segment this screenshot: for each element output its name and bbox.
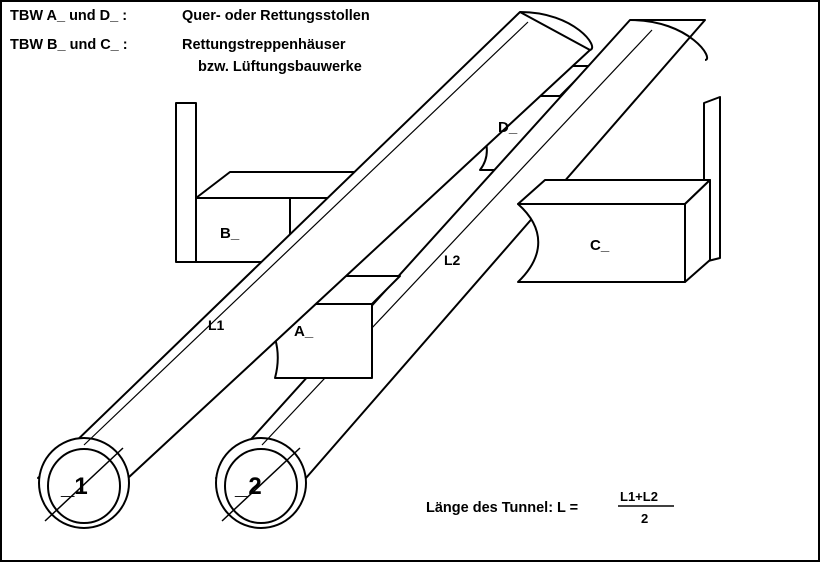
label-a: A_ (294, 323, 314, 340)
legend-text-bc-2: bzw. Lüftungsbauwerke (198, 59, 362, 75)
tube-2-far-end (629, 19, 708, 61)
label-c: C_ (590, 237, 610, 254)
tube-1-hatch (44, 447, 124, 522)
structure-b-shaft (175, 102, 197, 263)
structure-b (175, 102, 356, 263)
formula-numerator: L1+L2 (620, 489, 658, 504)
tube-2-hatch (221, 447, 301, 522)
label-l2: L2 (444, 252, 461, 268)
label-b: B_ (220, 225, 240, 242)
tube-1-far-end (519, 11, 594, 51)
structure-c-front (517, 203, 686, 283)
label-tube-1: _1 (60, 473, 88, 500)
label-d: D_ (498, 119, 518, 136)
tunnel-length-formula: Länge des Tunnel: L = L1+L2 2 (426, 489, 674, 526)
legend-key-bc: TBW B_ und C_ : (10, 37, 128, 53)
legend-text-bc: Rettungstreppenhäuser (182, 37, 346, 53)
label-l1: L1 (208, 317, 225, 333)
formula-denominator: 2 (641, 511, 648, 526)
formula-prefix: Länge des Tunnel: L = (426, 500, 578, 516)
structure-c (517, 96, 721, 283)
legend-text-ad: Quer- oder Rettungsstollen (182, 8, 370, 24)
structure-c-top (517, 179, 711, 205)
tube-1-length-line (83, 21, 529, 446)
tube-1 (37, 11, 594, 529)
label-tube-2: _2 (234, 473, 262, 500)
legend-key-ad: TBW A_ und D_ : (10, 8, 128, 24)
